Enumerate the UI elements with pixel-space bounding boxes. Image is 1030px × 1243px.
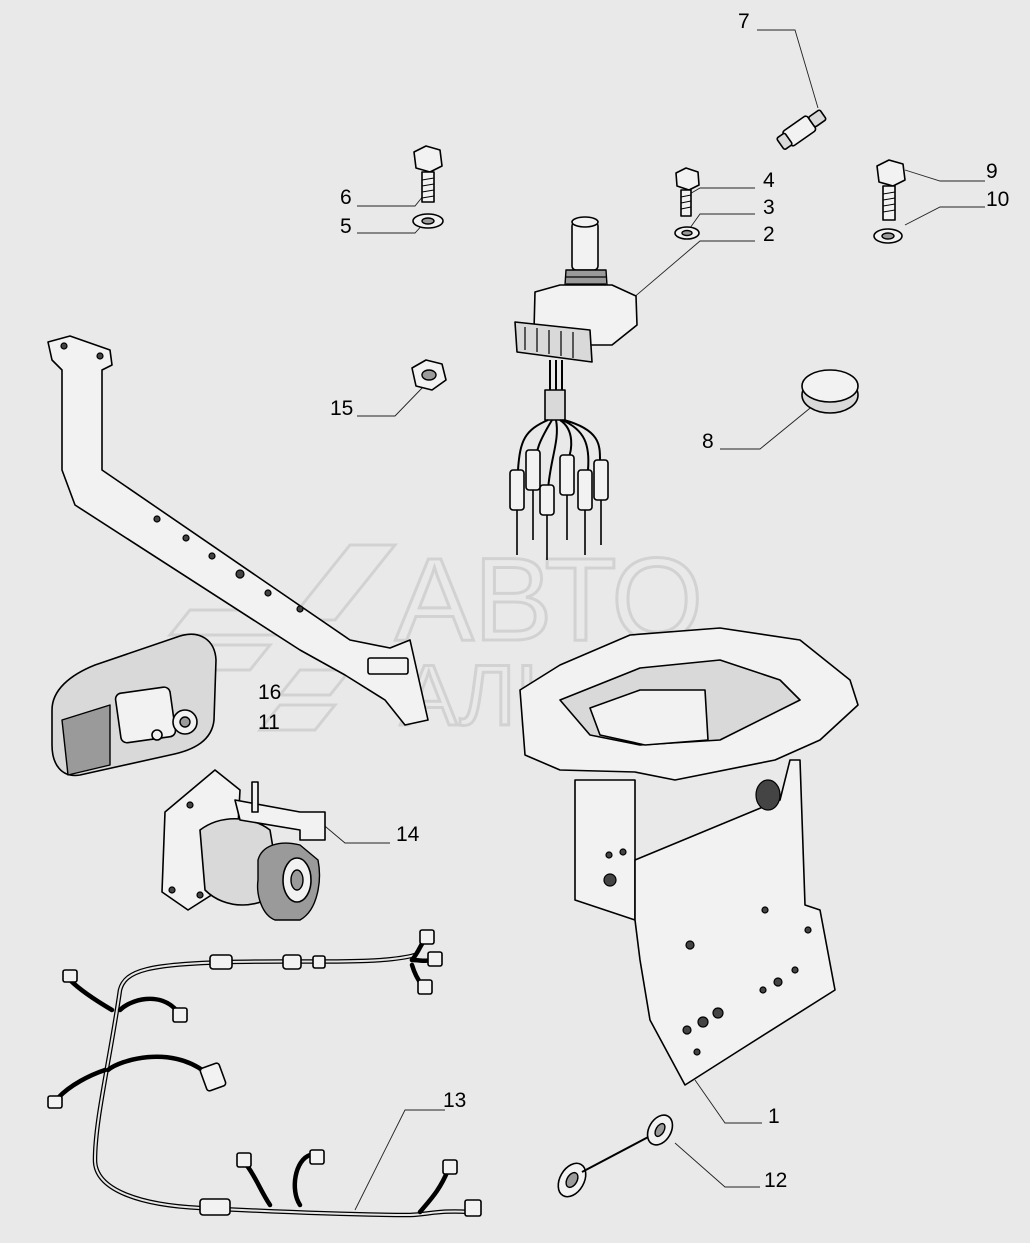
callout-4: 4 — [763, 169, 775, 192]
callout-16: 16 — [258, 681, 281, 704]
part-bolt-4 — [674, 167, 700, 240]
part-bolt-9 — [873, 159, 906, 244]
part-harness-13 — [47, 929, 482, 1218]
callout-2: 2 — [763, 223, 775, 246]
part-bracket-1 — [519, 627, 859, 1086]
callout-11: 11 — [258, 711, 280, 734]
part-socket-14 — [161, 769, 326, 921]
part-nut-15 — [411, 359, 447, 391]
part-display-11 — [51, 633, 217, 777]
callout-1: 1 — [768, 1105, 780, 1128]
callout-3: 3 — [763, 196, 775, 219]
callout-14: 14 — [396, 823, 420, 846]
callout-7: 7 — [738, 10, 750, 33]
part-cap-8 — [801, 369, 859, 414]
part-bolt-6 — [412, 145, 444, 229]
callout-labels: 7 6 5 4 3 2 9 10 15 8 16 11 14 13 1 12 — [258, 10, 1009, 1192]
callout-8: 8 — [702, 430, 714, 453]
callout-13: 13 — [443, 1089, 466, 1112]
part-grommet-12 — [557, 1114, 674, 1198]
connector-pins — [509, 449, 609, 560]
part-bracket-arm-16 — [47, 335, 429, 726]
callout-10: 10 — [986, 188, 1009, 211]
callout-15: 15 — [330, 397, 353, 420]
part-sensor-7 — [776, 109, 827, 150]
part-control-unit-2 — [509, 216, 638, 560]
callout-12: 12 — [764, 1169, 787, 1192]
callout-9: 9 — [986, 160, 998, 183]
callout-6: 6 — [340, 186, 352, 209]
callout-5: 5 — [340, 215, 352, 238]
